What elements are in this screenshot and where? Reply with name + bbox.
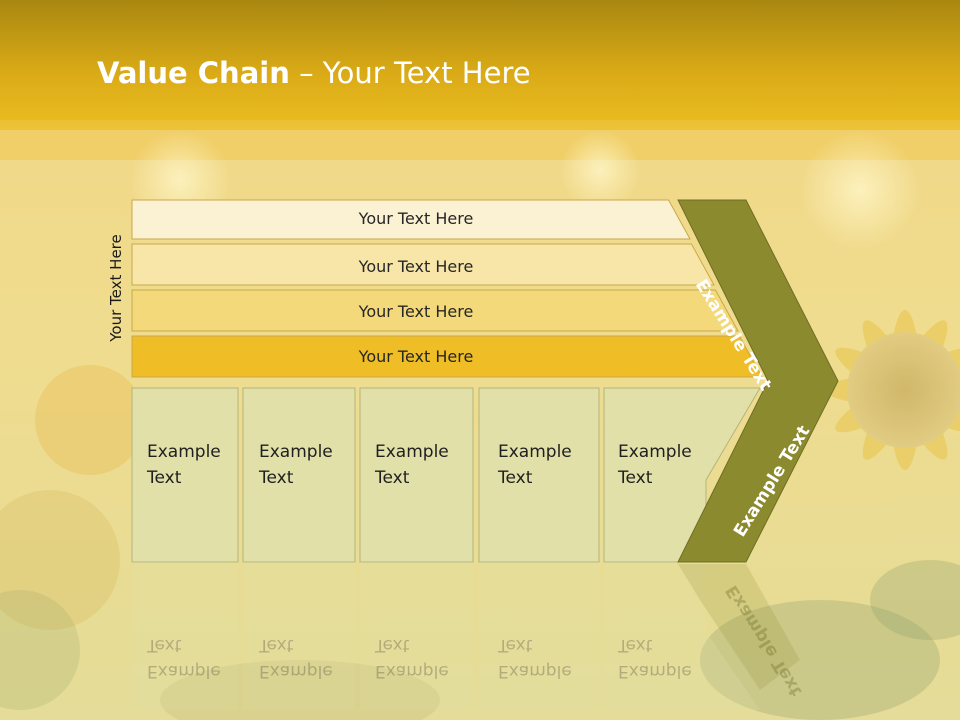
bar-3	[131, 289, 739, 332]
box-label-5: Example Text	[618, 442, 692, 488]
example-box-1	[131, 387, 239, 563]
box-reflection-4: Example Text	[498, 635, 572, 681]
box-label-4: Example Text	[498, 442, 572, 488]
bar-label-2: Your Text Here	[358, 257, 474, 276]
example-box-reflection-5	[604, 562, 760, 710]
box-label-3: Example Text	[375, 442, 449, 488]
example-box-2	[242, 387, 356, 563]
box-label-1: Example Text	[147, 442, 221, 488]
box-reflection-5: Example Text	[618, 635, 692, 681]
chevron-arrow	[677, 199, 839, 563]
example-box-reflection-2	[243, 562, 355, 710]
example-box-4	[478, 387, 600, 563]
bar-4	[131, 335, 763, 378]
title-rest: – Your Text Here	[289, 56, 531, 90]
slide-title: Value Chain – Your Text Here	[97, 56, 531, 90]
example-box-3	[359, 387, 474, 563]
chevron-reflection	[678, 564, 800, 690]
example-box-reflection-1	[132, 562, 238, 710]
example-box-reflection-3	[360, 562, 473, 710]
bar-label-1: Your Text Here	[358, 209, 474, 228]
title-bold: Value Chain	[97, 56, 290, 90]
box-reflection-3: Example Text	[375, 635, 449, 681]
box-reflection-2: Example Text	[259, 635, 333, 681]
bar-label-3: Your Text Here	[358, 302, 474, 321]
box-label-2: Example Text	[259, 442, 333, 488]
example-box-reflection-4	[479, 562, 599, 710]
box-reflection-1: Example Text	[147, 635, 221, 681]
bar-1	[131, 199, 691, 240]
bar-2	[131, 243, 715, 286]
bar-label-4: Your Text Here	[358, 347, 474, 366]
